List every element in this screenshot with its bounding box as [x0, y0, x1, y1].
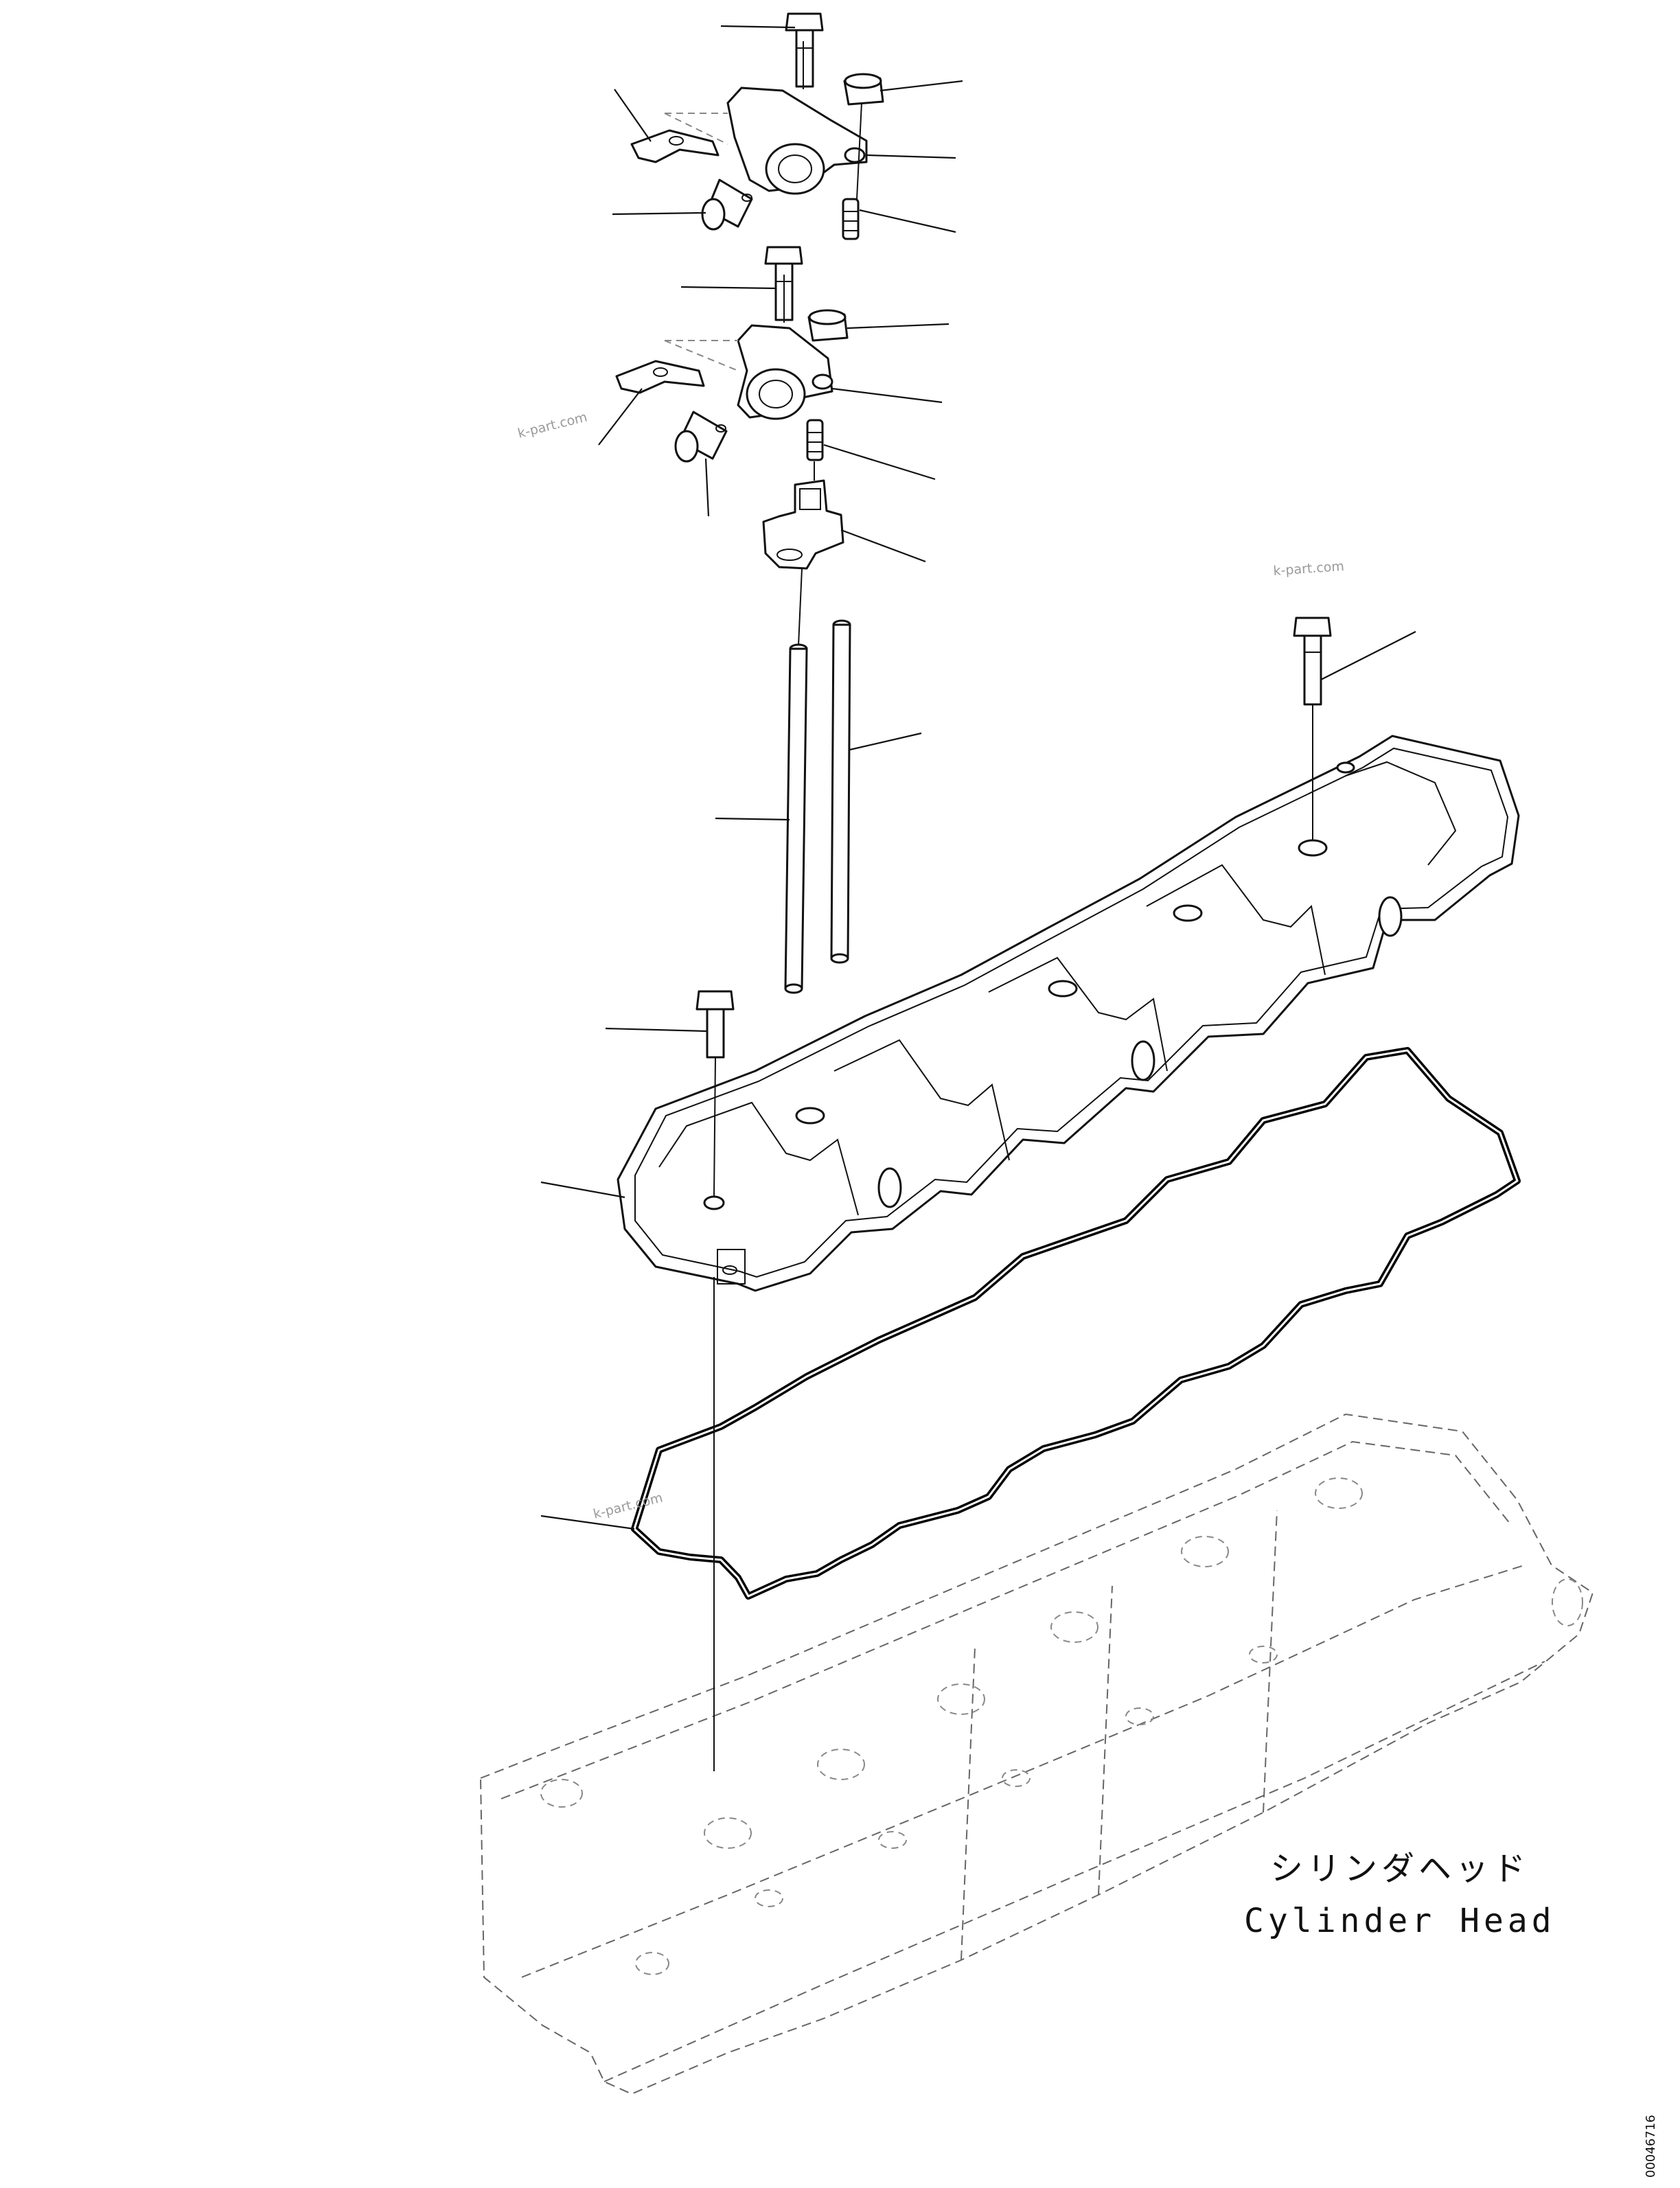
rocker-arm-upper: [726, 87, 868, 195]
crosshead: [762, 479, 844, 570]
rocker-bolt-upper: [785, 12, 824, 88]
cover-bolt-right: [1293, 617, 1332, 706]
rocker-arm-assembly-lower: [615, 246, 849, 570]
cylinder-head: [479, 1413, 1594, 2095]
rocker-shaft-pin-lower: [674, 411, 728, 463]
rocker-housing: [617, 735, 1520, 1292]
adjusting-screw-lower: [806, 419, 824, 461]
watermark: k-part.com: [516, 409, 589, 441]
rocker-arm-assembly-upper: [630, 12, 884, 240]
rocker-nut-lower: [807, 309, 849, 342]
rocker-arm-lower: [737, 324, 833, 420]
rocker-bridge-upper: [630, 129, 720, 163]
rocker-bridge-lower: [615, 360, 705, 394]
push-rod-left: [784, 643, 808, 994]
push-rods: [784, 619, 851, 994]
leader-lines: [540, 25, 1416, 1530]
watermark: k-part.com: [1273, 559, 1345, 579]
cylinder-head-label-jp: シリンダヘッド: [1270, 1850, 1530, 1888]
drawing-code: 00046716: [1644, 2115, 1658, 2178]
cover-bolt-left: [695, 990, 735, 1059]
alignment-lines: [713, 41, 1313, 1771]
rocker-nut-upper: [843, 73, 884, 106]
valve-cover-gasket: [631, 1047, 1521, 1600]
rocker-shaft-pin-upper: [701, 179, 753, 231]
adjusting-screw-upper: [842, 198, 860, 240]
push-rod-right: [830, 619, 851, 964]
watermark: k-part.com: [592, 1490, 665, 1521]
cylinder-head-label-en: Cylinder Head: [1244, 1902, 1556, 1940]
